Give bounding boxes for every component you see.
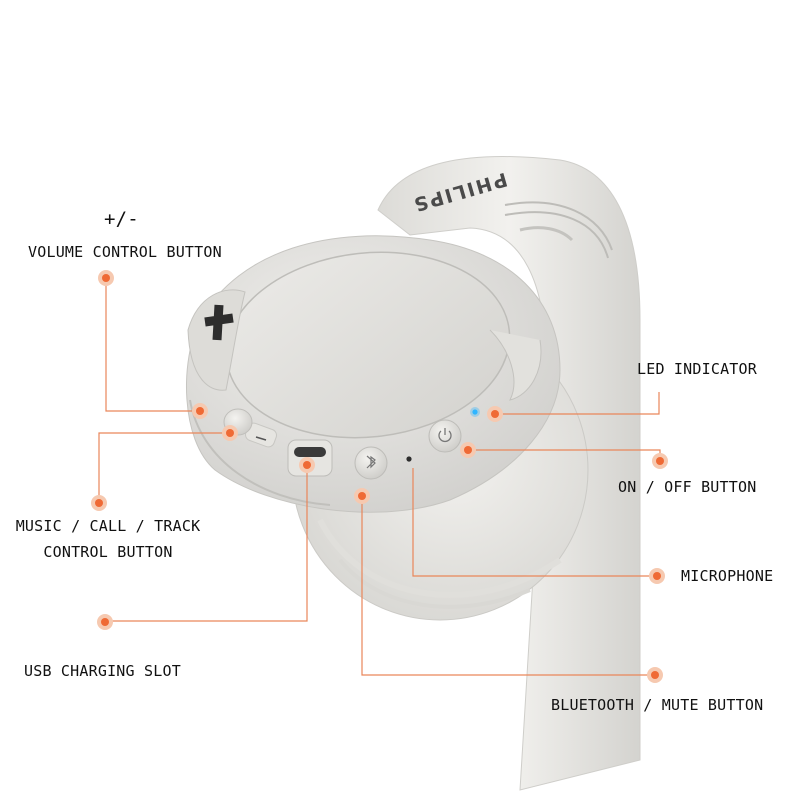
- callout-dot-bluetooth: [354, 488, 370, 504]
- callout-dot-microphone-label: [649, 568, 665, 584]
- microphone-label: MICROPHONE: [681, 567, 774, 585]
- volume-control-label: VOLUME CONTROL BUTTON: [28, 243, 222, 261]
- callout-line-led: [495, 392, 660, 415]
- callout-line-bluetooth: [361, 496, 655, 676]
- music-call-track-label: MUSIC / CALL / TRACK CONTROL BUTTON: [8, 517, 208, 561]
- callout-dot-usb-label: [97, 614, 113, 630]
- plus-button[interactable]: [187, 289, 246, 391]
- usb-charging-label: USB CHARGING SLOT: [24, 662, 181, 680]
- led-light: [470, 407, 480, 417]
- callout-line-music: [98, 432, 230, 502]
- bluetooth-button[interactable]: [354, 446, 388, 480]
- on-off-label: ON / OFF BUTTON: [618, 478, 757, 496]
- music-label-line1: MUSIC / CALL / TRACK: [15, 517, 201, 535]
- callout-lines: [98, 279, 661, 676]
- callout-dot-music: [222, 425, 238, 441]
- callout-dot-volume-top: [98, 270, 114, 286]
- headband: [377, 156, 641, 791]
- callout-dots: [91, 270, 668, 683]
- volume-symbol-label: +/-: [104, 208, 139, 230]
- power-icon: [438, 428, 452, 443]
- music-label-line2: CONTROL BUTTON: [43, 543, 173, 561]
- bluetooth-mute-label: BLUETOOTH / MUTE BUTTON: [551, 696, 764, 714]
- callout-dot-power-label: [652, 453, 668, 469]
- plus-icon: [204, 304, 234, 341]
- callout-dot-power: [460, 442, 476, 458]
- led-indicator-label: LED INDICATOR: [637, 360, 757, 378]
- power-button[interactable]: [428, 419, 462, 453]
- bluetooth-icon: [366, 455, 376, 469]
- callout-line-microphone: [412, 468, 657, 577]
- callout-dot-led: [487, 406, 503, 422]
- callout-line-volume: [105, 279, 200, 412]
- callout-dot-usb: [299, 457, 315, 473]
- callout-line-usb: [105, 465, 308, 622]
- microphone-hole: [406, 456, 412, 462]
- callout-dot-volume: [192, 403, 208, 419]
- callout-dot-bluetooth-label: [647, 667, 663, 683]
- callout-dot-music-label: [91, 495, 107, 511]
